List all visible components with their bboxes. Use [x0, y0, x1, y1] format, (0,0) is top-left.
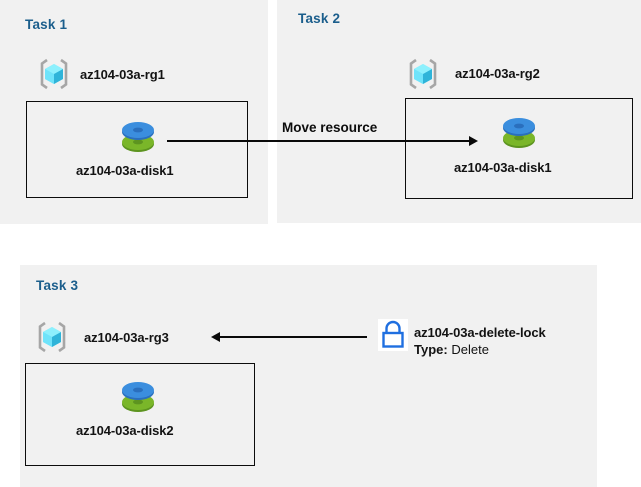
lock-type-value: Delete — [451, 342, 489, 357]
lock-type-key: Type: — [414, 342, 448, 357]
lock-arrow-head — [211, 332, 220, 342]
lock-name-label: az104-03a-delete-lock — [414, 325, 546, 340]
lock-type-row: Type: Delete — [414, 342, 489, 357]
managed-disk-label-disk1: az104-03a-disk1 — [454, 160, 552, 175]
resource-group-boundary-task-1 — [26, 101, 248, 198]
resource-group-boundary-task-2 — [405, 98, 633, 199]
resource-group-icon — [35, 320, 69, 354]
resource-group-icon — [406, 57, 440, 91]
panel-task-1-title: Task 1 — [25, 17, 68, 32]
managed-disk-icon — [119, 117, 157, 157]
lock-icon — [378, 319, 408, 351]
move-resource-arrow-head — [469, 136, 478, 146]
resource-group-label-rg3: az104-03a-rg3 — [84, 330, 169, 345]
resource-group-label-rg1: az104-03a-rg1 — [80, 67, 165, 82]
panel-task-3 — [20, 265, 597, 487]
panel-task-2-title: Task 2 — [298, 11, 341, 26]
resource-group-icon — [37, 57, 71, 91]
resource-group-label-rg2: az104-03a-rg2 — [455, 66, 540, 81]
panel-task-3-title: Task 3 — [36, 278, 79, 293]
managed-disk-icon — [119, 377, 157, 417]
move-resource-arrow-line — [167, 140, 470, 142]
managed-disk-label-disk2: az104-03a-disk2 — [76, 423, 174, 438]
managed-disk-label-disk1: az104-03a-disk1 — [76, 163, 174, 178]
lock-arrow-line — [219, 336, 367, 338]
panel-task-2 — [277, 0, 641, 223]
move-resource-label: Move resource — [282, 120, 378, 135]
resource-group-boundary-task-3 — [25, 363, 255, 466]
managed-disk-icon — [500, 113, 538, 153]
panel-task-1 — [0, 0, 268, 224]
